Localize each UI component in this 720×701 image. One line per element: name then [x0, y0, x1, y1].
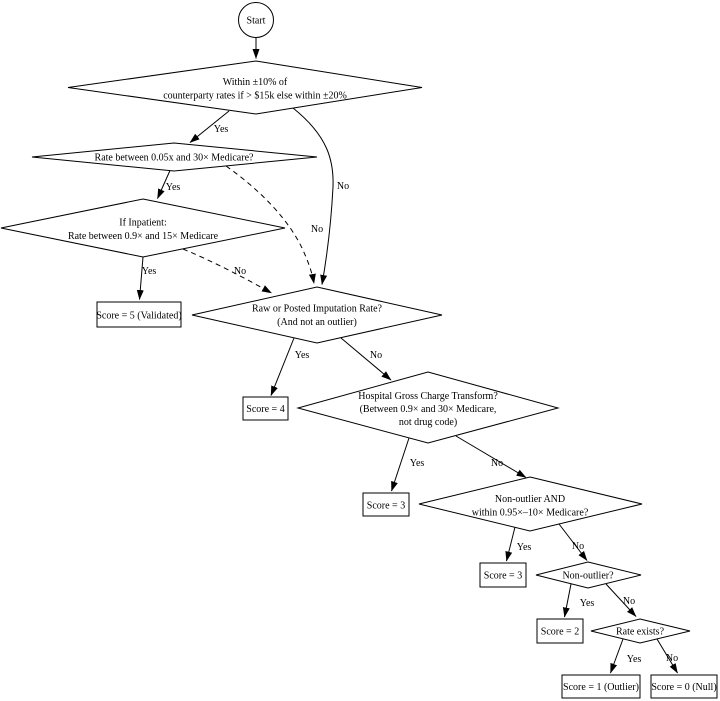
edge-gross-charge-yes	[391, 437, 410, 492]
gross-charge-check-line1: Hospital Gross Charge Transform?	[358, 391, 498, 402]
node-gross-charge-check: Hospital Gross Charge Transform? (Betwee…	[296, 371, 560, 444]
node-medicare-band-check: Rate between 0.05x and 30× Medicare?	[31, 142, 318, 172]
edge-inpatient-yes	[136, 256, 144, 300]
gross-charge-check-diamond	[296, 371, 560, 444]
score-2-box	[536, 618, 584, 644]
edge-nonoutlier-band-yes-label: Yes	[517, 542, 532, 553]
edge-rate-exists-no-label: No	[666, 653, 678, 664]
node-rate-exists-check: Rate exists?	[590, 618, 691, 644]
edge-rate-exists-yes-label: Yes	[627, 654, 642, 665]
nonoutlier-band-check-line1: Non-outlier AND	[495, 494, 565, 505]
edge-imputation-yes-label: Yes	[295, 350, 310, 361]
edge-counterparty-yes	[189, 110, 230, 143]
inpatient-check-line2: Rate between 0.9× and 15× Medicare	[68, 231, 219, 242]
gross-charge-check-line3: not drug code)	[399, 417, 457, 428]
node-score-3-a: Score = 3	[362, 492, 410, 517]
medicare-band-check-line1: Rate between 0.05x and 30× Medicare?	[95, 153, 254, 164]
nonoutlier-band-check-diamond	[418, 476, 643, 532]
node-imputation-check: Raw or Posted Imputation Rate? (And not …	[191, 286, 443, 344]
edge-imputation-yes	[270, 337, 295, 396]
inpatient-check-line1: If Inpatient:	[119, 218, 166, 229]
edge-gross-charge-no-label: No	[491, 458, 503, 469]
score-2-label: Score = 2	[541, 627, 579, 638]
gross-charge-check-line2: (Between 0.9× and 30× Medicare,	[360, 404, 497, 415]
start-circle	[238, 2, 274, 38]
edge-counterparty-no-label: No	[337, 181, 349, 192]
edge-gross-charge-no	[455, 435, 527, 478]
score-4-box	[242, 396, 289, 421]
imputation-check-diamond	[191, 286, 443, 344]
edge-inpatient-yes-label: Yes	[142, 266, 157, 277]
node-score-4: Score = 4	[242, 396, 289, 421]
edge-medicare-band-yes-label: Yes	[166, 182, 181, 193]
counterparty-check-line1: Within ±10% of	[223, 77, 288, 88]
score-5-box	[96, 301, 182, 328]
edges: Yes No Yes No Yes No Yes No Yes No Yes	[136, 38, 678, 674]
rate-exists-check-diamond	[590, 618, 691, 644]
score-3-a-label: Score = 3	[367, 501, 405, 512]
edge-rate-exists-yes	[610, 638, 624, 674]
edge-nonoutlier-no-label: No	[623, 596, 635, 607]
node-score-5: Score = 5 (Validated)	[96, 301, 182, 328]
edge-imputation-no-label: No	[370, 350, 382, 361]
score-5-label: Score = 5 (Validated)	[96, 311, 181, 322]
edge-medicare-band-no-label: No	[311, 224, 323, 235]
node-score-2: Score = 2	[536, 618, 584, 644]
nonoutlier-band-check-line2: within 0.95×–10× Medicare?	[472, 508, 589, 519]
imputation-check-line1: Raw or Posted Imputation Rate?	[252, 304, 383, 315]
edge-nonoutlier-band-no-label: No	[572, 541, 584, 552]
edge-gross-charge-yes-label: Yes	[410, 458, 425, 469]
edge-inpatient-no	[182, 248, 272, 294]
edge-nonoutlier-yes-label: Yes	[580, 598, 595, 609]
node-score-1: Score = 1 (Outlier)	[561, 674, 641, 699]
score-1-box	[561, 674, 641, 699]
medicare-band-check-diamond	[31, 142, 318, 172]
score-4-label: Score = 4	[246, 404, 284, 415]
score-0-box	[650, 674, 718, 699]
node-score-3-b: Score = 3	[479, 562, 527, 588]
edge-counterparty-yes-label: Yes	[214, 124, 229, 135]
inpatient-check-diamond	[0, 198, 286, 258]
score-3-a-box	[362, 492, 410, 517]
edge-counterparty-no	[292, 107, 334, 285]
score-3-b-box	[479, 562, 527, 588]
edge-nonoutlier-band-no	[558, 523, 588, 561]
rate-exists-check-line1: Rate exists?	[616, 627, 665, 638]
edge-nonoutlier-yes	[562, 583, 572, 618]
counterparty-check-diamond	[67, 60, 423, 115]
start-label: Start	[247, 16, 266, 27]
edge-medicare-band-no	[225, 165, 316, 284]
counterparty-check-line2: counterparty rates if > $15k else within…	[163, 91, 347, 102]
edge-nonoutlier-band-yes	[505, 526, 516, 562]
score-0-label: Score = 0 (Null)	[651, 682, 716, 693]
edge-nonoutlier-no	[605, 583, 637, 617]
node-start: Start	[238, 2, 274, 38]
node-inpatient-check: If Inpatient: Rate between 0.9× and 15× …	[0, 198, 286, 258]
imputation-check-line2: (And not an outlier)	[277, 317, 357, 328]
nonoutlier-check-diamond	[535, 561, 642, 589]
edge-rate-exists-no	[656, 638, 678, 674]
node-counterparty-check: Within ±10% of counterparty rates if > $…	[67, 60, 423, 115]
node-nonoutlier-check: Non-outlier?	[535, 561, 642, 589]
node-score-0: Score = 0 (Null)	[650, 674, 718, 699]
nonoutlier-check-line1: Non-outlier?	[562, 571, 614, 582]
edge-medicare-band-yes	[157, 170, 171, 199]
edge-imputation-no	[340, 337, 392, 381]
score-3-b-label: Score = 3	[484, 571, 522, 582]
score-1-label: Score = 1 (Outlier)	[563, 682, 639, 693]
node-nonoutlier-band-check: Non-outlier AND within 0.95×–10× Medicar…	[418, 476, 643, 532]
edge-inpatient-no-label: No	[234, 266, 246, 277]
